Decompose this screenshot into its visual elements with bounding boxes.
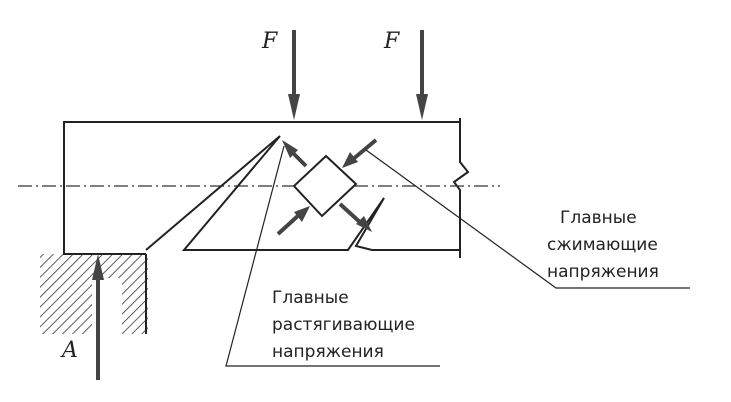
- stress-arrows: [276, 138, 378, 236]
- tensile-arrow-ul-head: [282, 140, 298, 158]
- reaction-arrow-head: [92, 254, 104, 280]
- compressive-label-line1: Главные: [560, 208, 637, 228]
- stress-element: [292, 154, 358, 218]
- tensile-arrow-dr: [338, 202, 364, 226]
- compressive-arrow-dl: [276, 212, 302, 236]
- reaction-label: A: [60, 338, 78, 363]
- compressive-arrow-dl-head: [294, 206, 310, 222]
- load-arrow-left-head: [288, 94, 300, 120]
- force-label-left: F: [261, 29, 278, 54]
- reaction-arrow: [92, 254, 104, 380]
- beam-break-line: [452, 118, 470, 258]
- tensile-label-line2: растягивающие: [272, 315, 415, 335]
- inclined-crack: [145, 135, 385, 251]
- compressive-arrow-ur: [350, 138, 378, 162]
- cracks: [145, 135, 385, 251]
- load-arrows: [288, 30, 428, 120]
- load-arrow-right-head: [416, 94, 428, 120]
- compressive-arrow-ur-head: [342, 152, 358, 168]
- support: [40, 254, 148, 368]
- beam-top-left-edge: [63, 121, 460, 255]
- tensile-label-line1: Главные: [272, 288, 349, 308]
- compressive-label-line3: напряжения: [547, 262, 659, 282]
- tensile-leader-line: [225, 145, 440, 367]
- tensile-label-line3: напряжения: [272, 342, 384, 362]
- tensile-arrow-dr-head: [356, 216, 372, 232]
- compressive-leader-line: [365, 149, 690, 289]
- force-label-right: F: [383, 29, 400, 54]
- compressive-label-line2: сжимающие: [547, 235, 658, 255]
- beam: [63, 118, 470, 258]
